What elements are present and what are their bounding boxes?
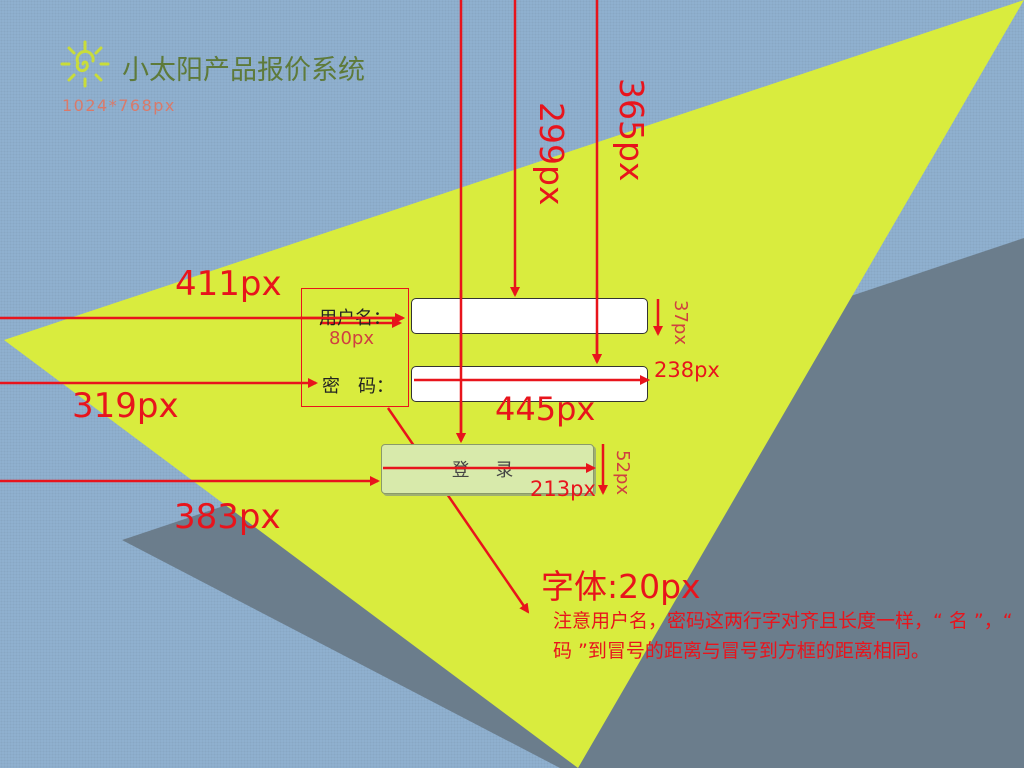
annotation-238: 238px xyxy=(654,358,720,382)
app-title: 小太阳产品报价系统 xyxy=(122,55,365,86)
annotation-445: 445px xyxy=(495,390,596,428)
label-bounding-box xyxy=(301,288,409,407)
annotation-411: 411px xyxy=(175,264,282,304)
annotation-383: 383px xyxy=(174,497,281,537)
arrow-font xyxy=(386,407,530,614)
resolution-label: 1024*768px xyxy=(62,96,176,115)
annotation-52: 52px xyxy=(612,450,633,495)
annotation-37: 37px xyxy=(670,300,691,345)
annotation-font-size: 字体:20px xyxy=(541,567,701,606)
annotation-213: 213px xyxy=(530,477,596,501)
annotation-319: 319px xyxy=(72,386,179,426)
annotation-299: 299px xyxy=(532,102,571,206)
annotation-365: 365px xyxy=(612,78,651,182)
username-input[interactable] xyxy=(411,298,648,334)
sun-icon xyxy=(58,40,112,88)
annotation-80: 80px xyxy=(329,328,374,349)
password-input[interactable] xyxy=(411,366,648,402)
annotation-note: 注意用户名，密码这两行字对齐且长度一样，“ 名 ”，“ 码 ”到冒号的距离与冒号… xyxy=(553,610,1013,662)
username-label: 用户名： xyxy=(319,308,391,329)
password-label: 密 码： xyxy=(322,376,394,397)
